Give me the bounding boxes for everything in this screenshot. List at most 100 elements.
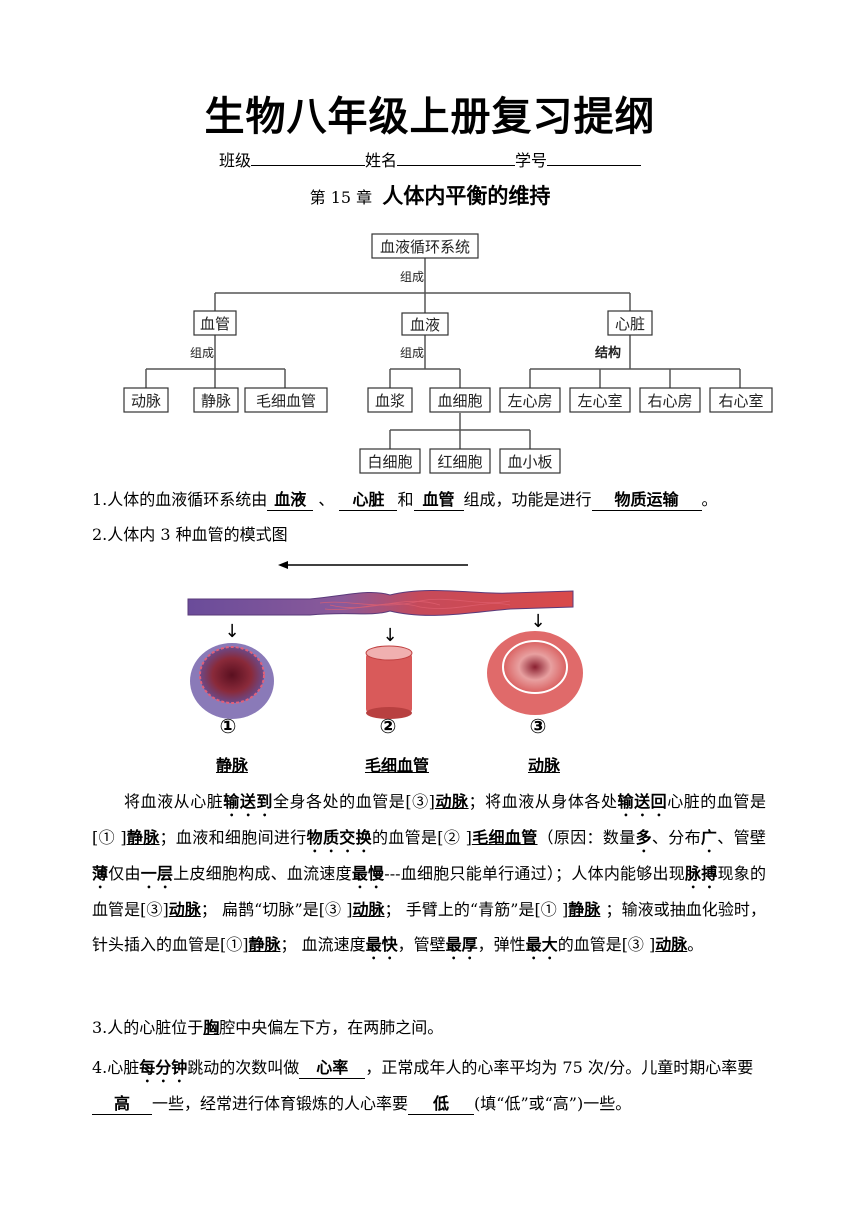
label-capillary: 毛细血管 [364, 756, 429, 775]
figure-number-3: ③ [530, 714, 547, 738]
q2-text: ；将血液从身体各处 [468, 792, 618, 811]
question-2-title: 2.人体内 3 种血管的模式图 [92, 525, 288, 544]
name-label: 姓名 [364, 151, 397, 170]
tree-platelet: 血小板 [507, 453, 552, 471]
q2-answer: 静脉 [568, 900, 601, 919]
q2-key: 最大 [525, 935, 558, 954]
q4-key: 每分钟 [139, 1058, 188, 1077]
tree-artery: 动脉 [131, 392, 161, 410]
q1-answer-1: 血液 [267, 490, 314, 511]
q2-text: 心脏的血管是[① ] [92, 792, 766, 847]
tree-vessels: 血管 [200, 315, 230, 333]
q2-text: 的血管是[③ ] [557, 935, 656, 954]
q2-key: 输送到 [223, 792, 273, 811]
q2-text: 全身各处的血管是[③] [272, 792, 435, 811]
question-4: 4.心脏每分钟跳动的次数叫做心率，正常成年人的心率平均为 75 次/分。儿童时期… [92, 1050, 766, 1121]
q4-answer-1: 心率 [299, 1058, 366, 1079]
tree-heart-relation: 结构 [595, 345, 621, 361]
q2-text: 、分布 [651, 828, 701, 847]
tree-blood-cells: 血细胞 [437, 392, 482, 410]
id-blank[interactable] [547, 150, 642, 166]
q1-text-2: 组成，功能是进行 [463, 490, 592, 509]
class-blank[interactable] [250, 150, 365, 166]
class-label: 班级 [218, 151, 251, 170]
q2-key: 广 [700, 828, 718, 847]
q2-key: 最厚 [445, 935, 478, 954]
tree-left-atrium: 左心房 [507, 392, 552, 410]
svg-text:↓: ↓ [224, 621, 239, 642]
concept-tree: 血液循环系统 组成 血管 血液 心脏 组成 组成 结构 动脉 静脉 毛细血管 血… [123, 233, 773, 474]
q1-text: 1.人体的血液循环系统由 [92, 490, 268, 509]
q2-key: 输送回 [617, 792, 668, 811]
question-2-paragraph: 将血液从心脏输送到全身各处的血管是[③]动脉；将血液从身体各处输送回心脏的血管是… [92, 784, 766, 963]
q2-text: 上皮细胞构成、血流速度 [173, 864, 352, 883]
q2-answer: 动脉 [434, 792, 469, 811]
tree-left-ventricle: 左心室 [577, 392, 622, 410]
q2-text: ---血细胞只能单行通过）；人体内能够出现 [384, 864, 685, 883]
q2-text: 、管壁 [717, 828, 766, 847]
q2-answer: 动脉 [655, 935, 688, 954]
tree-root-relation: 组成 [400, 270, 424, 284]
tree-root: 血液循环系统 [380, 238, 470, 256]
q2-text: （原因：数量 [537, 828, 636, 847]
q3-text-2: 腔中央偏左下方，在两肺之间。 [219, 1018, 444, 1037]
blood-vessel-figure: ↓ ↓ ↓ ① ② ③ [187, 561, 583, 738]
q1-answer-2: 心脏 [339, 490, 398, 511]
label-vein: 静脉 [215, 756, 248, 775]
q2-key: 最快 [365, 935, 398, 954]
tree-white-cell: 白细胞 [367, 453, 412, 471]
q2-answer: 动脉 [168, 900, 201, 919]
q1-end: 。 [701, 490, 718, 509]
q4-text: 4.心脏 [92, 1058, 140, 1077]
q2-text: ；输液或抽血化验时，针头插入的血管是[①] [92, 900, 766, 954]
question-1: 1.人体的血液循环系统由血液 、 心脏和血管组成，功能是进行物质运输。 [92, 482, 766, 517]
q2-text: 现象的血管是[③] [92, 864, 766, 919]
q2-text: 。 [687, 935, 704, 954]
chapter-number: 第 15 章 [309, 188, 373, 207]
q1-answer-4: 物质运输 [591, 490, 702, 511]
q2-text: 将血液从心脏 [124, 792, 224, 811]
question-3: 3.人的心脏位于胸腔中央偏左下方，在两肺之间。 [92, 1010, 766, 1045]
q2-text: 仅由 [108, 864, 141, 883]
q3-text: 3.人的心脏位于 [92, 1018, 204, 1037]
q2-text: ； 扁鹊“切脉”是[③ ] [200, 900, 353, 919]
q4-text: 跳动的次数叫做 [187, 1058, 300, 1077]
q1-answer-3: 血管 [413, 490, 464, 511]
q2-text: ，管壁 [397, 935, 446, 954]
tree-blood-relation: 组成 [400, 346, 424, 360]
q2-text: ； 手臂上的“青筋”是[① ] [384, 900, 569, 919]
q2-key: 薄 [92, 864, 109, 883]
svg-text:↓: ↓ [530, 611, 545, 632]
page-title: 生物八年级上册复习提纲 [204, 94, 656, 140]
q2-key: 物质交换 [306, 828, 372, 847]
tree-vein: 静脉 [201, 392, 231, 410]
q1-sep: 、 [318, 490, 335, 509]
student-info-line: 班级 姓名 学号 [0, 147, 860, 171]
tree-right-ventricle: 右心室 [718, 392, 763, 410]
q2-text: 的血管是[② ] [371, 828, 472, 847]
q1-and: 和 [397, 490, 414, 509]
q2-key: 最慢 [351, 864, 385, 883]
tree-red-cell: 红细胞 [437, 453, 482, 471]
figure-number-1: ① [220, 714, 237, 738]
tree-right-atrium: 右心房 [647, 392, 692, 410]
q2-key: 一层 [140, 864, 174, 883]
tree-capillary: 毛细血管 [256, 392, 316, 410]
id-label: 学号 [515, 151, 548, 170]
q2-text: ； 血流速度 [280, 935, 366, 954]
name-blank[interactable] [397, 150, 515, 166]
q2-text: ；血液和细胞间进行 [159, 828, 307, 847]
q2-answer: 动脉 [352, 900, 385, 919]
q4-answer-2: 高 [92, 1094, 152, 1115]
q2-text: ，弹性 [477, 935, 526, 954]
label-artery: 动脉 [527, 756, 560, 775]
q2-answer: 静脉 [248, 935, 281, 954]
chapter-title: 人体内平衡的维持 [382, 184, 551, 208]
chapter-heading: 第 15 章 人体内平衡的维持 [0, 180, 860, 210]
q3-answer: 胸 [203, 1018, 220, 1037]
q2-key: 多 [635, 828, 652, 847]
q4-answer-3: 低 [408, 1094, 475, 1115]
tree-vessels-relation: 组成 [190, 346, 214, 360]
tree-plasma: 血浆 [375, 392, 405, 410]
q4-text: ，正常成年人的心率平均为 75 次/分。儿童时期心率要 [365, 1058, 754, 1077]
